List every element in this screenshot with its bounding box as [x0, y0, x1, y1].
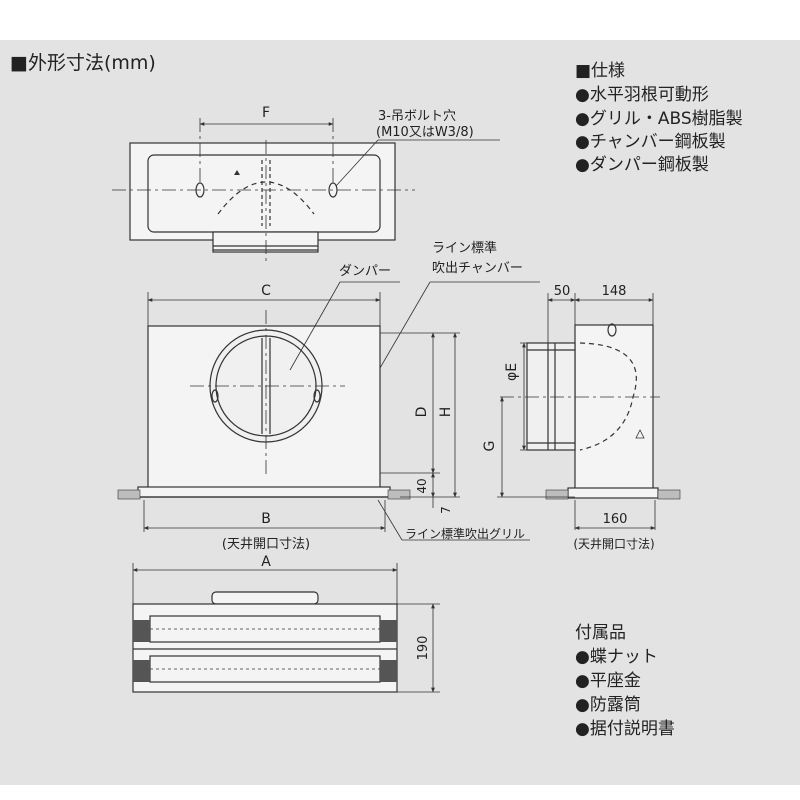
chamber-label-line1: ライン標準	[432, 240, 497, 256]
grille-label: ライン標準吹出グリル	[405, 526, 525, 541]
dim-b-label: B	[261, 511, 271, 527]
dim-f-label: F	[262, 105, 270, 121]
accessory-item: ●平座金	[575, 671, 641, 691]
front-view	[117, 281, 540, 541]
dim-190-label: 190	[416, 636, 431, 661]
spec-item: ●水平羽根可動形	[575, 85, 709, 105]
spec-item: ●ダンパー鋼板製	[575, 155, 709, 175]
bolt-hole-label: 3-吊ボルト穴	[378, 109, 456, 124]
dim-c-label: C	[261, 283, 271, 299]
spec-heading: ■仕様	[575, 61, 625, 81]
spec-item: ●チャンバー鋼板製	[575, 132, 726, 152]
damper-label: ダンパー	[339, 264, 391, 279]
dim-h-label: H	[438, 407, 454, 418]
page-title: ■外形寸法(mm)	[10, 52, 156, 74]
bolt-size-label: (M10又はW3/8)	[376, 125, 474, 140]
dim-7-label: 7	[439, 506, 453, 514]
spec-list: ■仕様 ●水平羽根可動形 ●グリル・ABS樹脂製 ●チャンバー鋼板製 ●ダンパー…	[575, 61, 743, 175]
dim-phi-e-label: φE	[504, 363, 520, 381]
ceiling-opening-side-label: (天井開口寸法)	[573, 537, 654, 551]
dim-148-label: 148	[602, 284, 627, 299]
side-view	[497, 293, 681, 530]
top-view	[112, 118, 500, 262]
dim-g-label: G	[482, 441, 498, 452]
ceiling-opening-front-label: (天井開口寸法)	[222, 537, 310, 552]
chamber-label-line2: 吹出チャンバー	[432, 261, 523, 276]
accessory-item: ●蝶ナット	[575, 647, 658, 667]
bottom-view	[132, 563, 440, 693]
dim-50-label: 50	[554, 284, 571, 299]
dim-a-label: A	[261, 554, 271, 570]
dim-d-label: D	[414, 407, 430, 418]
dim-40-label: 40	[415, 478, 429, 493]
accessory-heading: 付属品	[575, 623, 626, 643]
accessory-list: 付属品 ●蝶ナット ●平座金 ●防露筒 ●据付説明書	[575, 623, 675, 739]
accessory-item: ●据付説明書	[575, 719, 675, 739]
dim-160-label: 160	[603, 512, 628, 527]
accessory-item: ●防露筒	[575, 695, 641, 715]
spec-item: ●グリル・ABS樹脂製	[575, 109, 743, 129]
